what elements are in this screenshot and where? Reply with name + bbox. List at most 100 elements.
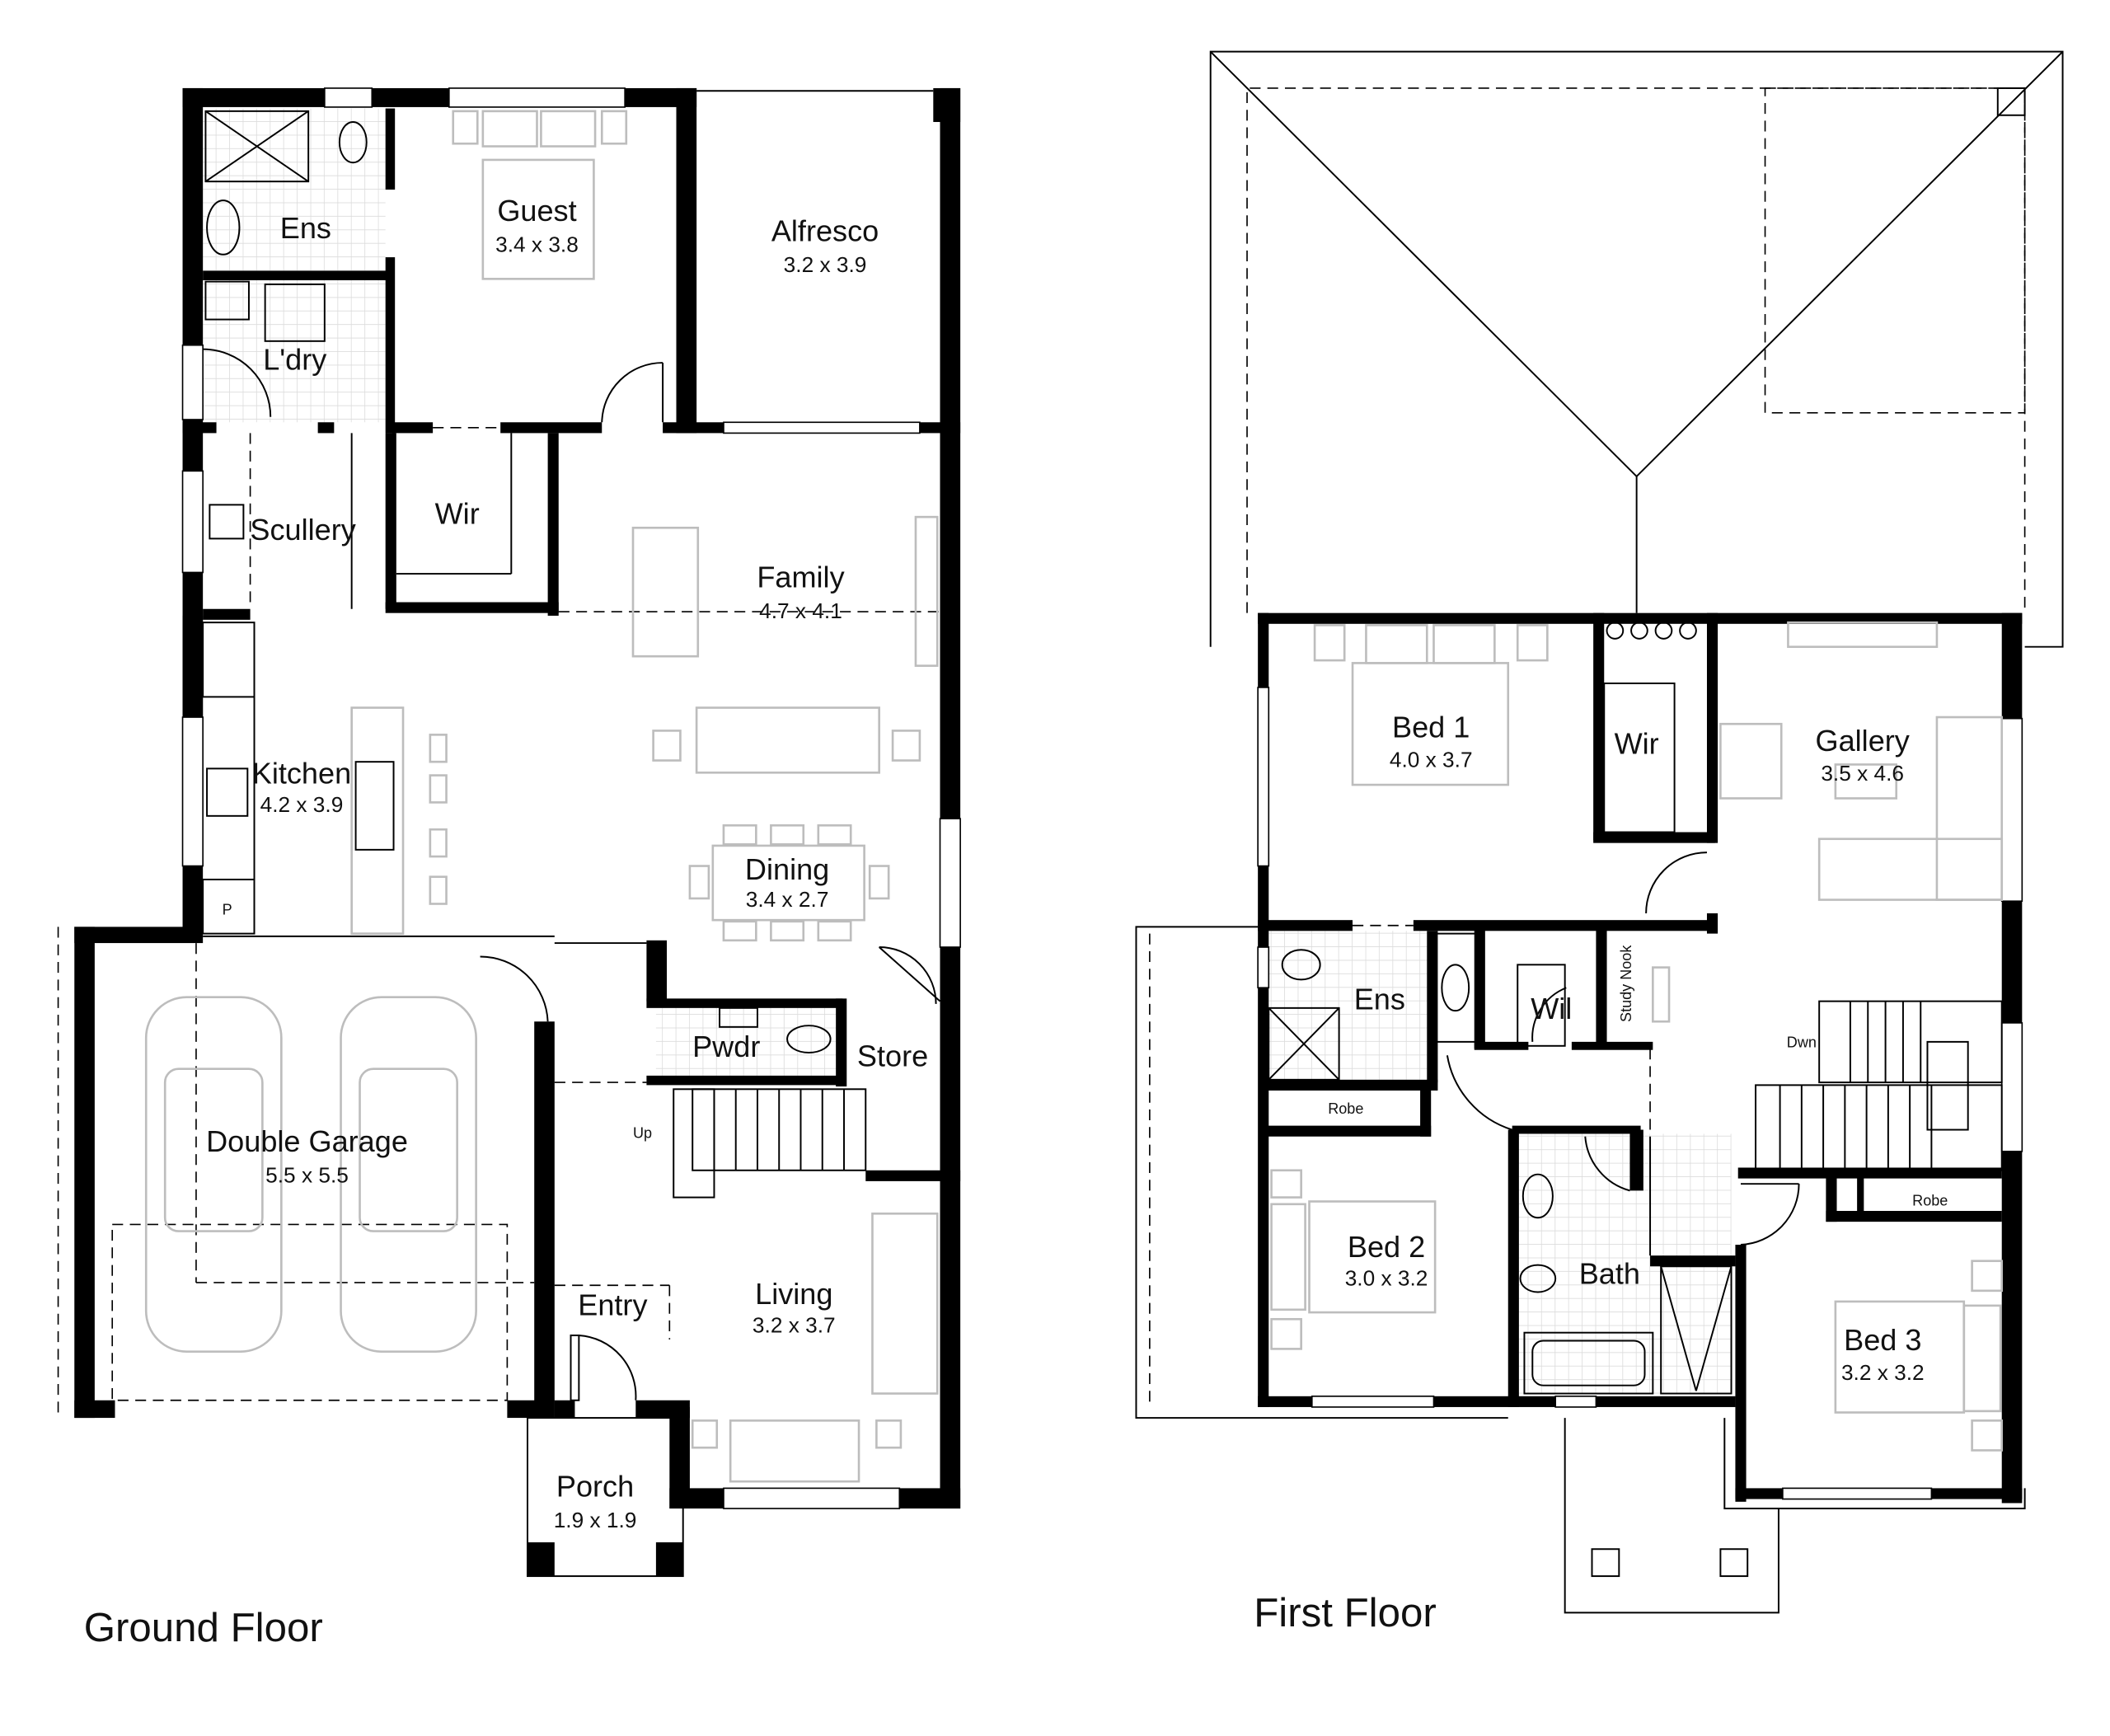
armchair-icon xyxy=(1719,722,1783,800)
basin-icon xyxy=(719,1006,758,1028)
room-size-porch: 1.9 x 1.9 xyxy=(554,1508,637,1532)
room-size-bed3: 3.2 x 3.2 xyxy=(1841,1360,1925,1385)
first-floor-plan: Bed 1 4.0 x 3.7 Wir Gallery 3.5 x 4.6 En… xyxy=(1135,50,2064,1635)
room-size-guest: 3.4 x 3.8 xyxy=(495,232,579,257)
room-size-dining: 3.4 x 2.7 xyxy=(746,887,829,912)
window xyxy=(1782,1487,1933,1500)
room-name-wil: Wil xyxy=(1531,992,1572,1025)
washer-icon xyxy=(264,283,326,342)
room-name-dining: Dining xyxy=(745,852,829,886)
sliding-door xyxy=(723,421,921,434)
laundry-tiles xyxy=(203,279,386,423)
bathtub-icon xyxy=(1523,1331,1654,1395)
toilet-icon xyxy=(1281,949,1321,981)
room-name-ens: Ens xyxy=(280,211,331,245)
stairs-icon xyxy=(1755,1000,2003,1171)
room-size-garage: 5.5 x 5.5 xyxy=(265,1163,349,1188)
shower-icon xyxy=(204,110,310,183)
window xyxy=(181,470,204,574)
room-name-garage: Double Garage xyxy=(206,1124,408,1158)
room-name-porch: Porch xyxy=(556,1469,634,1503)
room-name-laundry: L'dry xyxy=(263,342,326,376)
tv-unit-icon xyxy=(1787,621,1939,649)
room-name-alfresco: Alfresco xyxy=(771,213,879,247)
window xyxy=(939,818,961,948)
tub-sink-icon xyxy=(204,280,250,321)
room-size-bed2: 3.0 x 3.2 xyxy=(1345,1265,1428,1290)
room-name-bed3: Bed 3 xyxy=(1844,1323,1921,1357)
window xyxy=(181,716,204,867)
room-name-gallery: Gallery xyxy=(1816,724,1910,758)
car-icon xyxy=(340,996,477,1353)
wardrobe-drawers-icon xyxy=(1606,622,1697,640)
window xyxy=(1311,1395,1435,1408)
pwdr-tiles xyxy=(655,1007,839,1076)
sofa-icon xyxy=(729,1419,860,1483)
stairs-icon xyxy=(673,1088,867,1199)
basin-icon xyxy=(1522,1173,1554,1219)
basin-icon xyxy=(206,199,241,256)
window xyxy=(2000,717,2023,903)
window xyxy=(1257,946,1270,989)
island-bench xyxy=(350,706,405,935)
dining-table-icon xyxy=(711,844,865,922)
room-name-bed1: Bed 1 xyxy=(1392,711,1470,744)
room-name-ens: Ens xyxy=(1354,982,1405,1016)
room-name-bed2: Bed 2 xyxy=(1348,1230,1425,1264)
toilet-icon xyxy=(786,1025,832,1053)
room-name-pwdr: Pwdr xyxy=(692,1030,760,1063)
room-name-study-nook: Study Nook xyxy=(1618,945,1634,1022)
room-name-kitchen: Kitchen xyxy=(252,756,351,790)
stairs-up-label: Up xyxy=(633,1124,652,1141)
cooktop-icon xyxy=(206,767,249,817)
sofa-icon xyxy=(871,1212,939,1395)
ens-tiles xyxy=(203,108,386,271)
sofa-icon xyxy=(695,706,880,774)
bed-icon xyxy=(1313,624,1549,786)
chair-icon xyxy=(1652,966,1671,1023)
shower-icon xyxy=(1268,1006,1340,1081)
armchair-icon xyxy=(631,526,700,658)
room-size-family: 4.7 x 4.1 xyxy=(759,598,842,623)
window xyxy=(448,87,626,108)
room-size-gallery: 3.5 x 4.6 xyxy=(1821,761,1904,786)
window xyxy=(2000,1022,2023,1152)
room-name-scullery: Scullery xyxy=(250,513,355,547)
vanity xyxy=(1432,932,1478,1043)
window xyxy=(181,344,204,420)
room-name-guest: Guest xyxy=(497,194,576,228)
sink-icon xyxy=(209,504,245,540)
basin-icon xyxy=(1441,964,1470,1012)
room-size-kitchen: 4.2 x 3.9 xyxy=(260,792,344,817)
ground-floor-title: Ground Floor xyxy=(84,1605,323,1650)
ground-floor-plan: Ens Guest 3.4 x 3.8 Alfresco 3.2 x 3.9 L… xyxy=(57,87,961,1650)
window xyxy=(1554,1395,1597,1408)
bed-icon xyxy=(452,110,628,280)
room-size-alfresco: 3.2 x 3.9 xyxy=(784,252,867,277)
sink-icon xyxy=(354,761,395,851)
robe-label: Robe xyxy=(1912,1192,1948,1208)
toilet-icon xyxy=(1519,1264,1557,1293)
room-name-bath: Bath xyxy=(1579,1257,1640,1291)
toilet-icon xyxy=(338,120,368,164)
stairs-down-label: Dwn xyxy=(1787,1034,1817,1050)
shower-icon xyxy=(1660,1265,1733,1395)
bed-icon xyxy=(1834,1260,2004,1452)
room-name-entry: Entry xyxy=(578,1288,647,1321)
first-floor-title: First Floor xyxy=(1254,1590,1436,1635)
tv-unit-icon xyxy=(914,515,939,667)
room-size-living: 3.2 x 3.7 xyxy=(753,1313,836,1338)
roof-outline xyxy=(1135,50,2064,1614)
robe-label: Robe xyxy=(1328,1100,1363,1117)
window xyxy=(324,87,373,108)
room-name-wir: Wir xyxy=(1615,726,1659,760)
sofa-icon xyxy=(1817,838,2004,901)
ens-tiles xyxy=(1268,931,1428,1080)
room-name-living: Living xyxy=(755,1277,832,1311)
room-name-wir: Wir xyxy=(435,496,480,530)
window xyxy=(723,1487,901,1509)
bed-icon xyxy=(1270,1169,1437,1350)
pantry-label: P xyxy=(223,902,232,918)
window xyxy=(1257,687,1270,867)
